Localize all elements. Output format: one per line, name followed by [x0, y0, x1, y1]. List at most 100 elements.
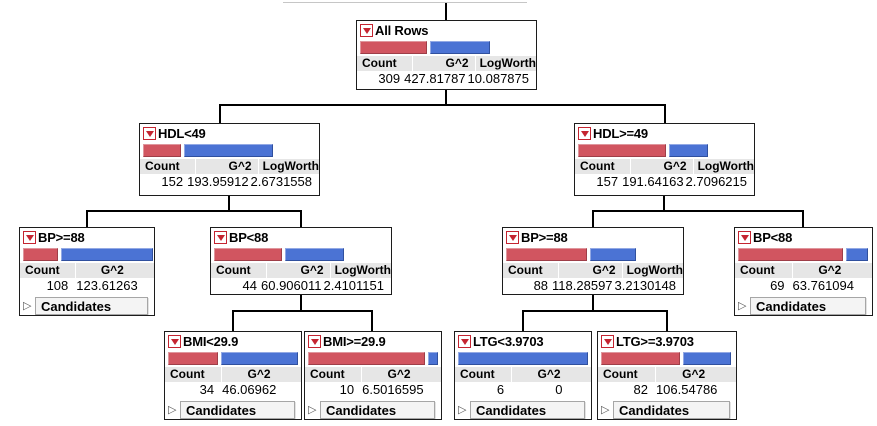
stats-header-row: Count G^2 LogWorth: [140, 159, 319, 174]
disclosure-triangle-icon[interactable]: ▷: [23, 299, 32, 312]
candidates-button[interactable]: Candidates: [35, 296, 148, 315]
count-column-header: Count: [503, 263, 560, 278]
candidates-button[interactable]: Candidates: [613, 400, 730, 419]
g2-value: 106.54786: [655, 382, 718, 397]
red-triangle-menu-icon[interactable]: [601, 335, 614, 348]
bar-segment-red: [506, 248, 587, 261]
count-value: 82: [633, 382, 648, 397]
top-divider-rule: [283, 2, 527, 3]
count-value: 6: [496, 382, 505, 397]
tree-branch-line: [445, 3, 447, 20]
triangle-glyph: [460, 338, 469, 345]
red-triangle-menu-icon[interactable]: [458, 335, 471, 348]
logworth-value: 2.6731558: [250, 174, 312, 189]
logworth-column-header: LogWorth: [479, 56, 536, 70]
logworth-value: 3.2130148: [614, 278, 676, 293]
tree-node-bp-lt-88-right: BP<88 Count G^2 69 63.761094 ▷ Candidate…: [734, 227, 873, 316]
bar-segment-red: [143, 144, 181, 157]
red-triangle-menu-icon[interactable]: [143, 127, 156, 140]
count-value: 152: [161, 174, 184, 189]
bar-segment-blue: [668, 144, 708, 157]
g2-value: 118.28597: [552, 278, 613, 293]
red-triangle-menu-icon[interactable]: [168, 335, 181, 348]
red-triangle-menu-icon[interactable]: [308, 335, 321, 348]
node-title-label: BMI>=29.9: [323, 334, 386, 349]
tree-branch-line: [228, 196, 230, 211]
node-title-row: BMI>=29.9: [305, 332, 441, 351]
count-column-header: Count: [575, 159, 631, 174]
disclosure-triangle-icon[interactable]: ▷: [738, 299, 747, 312]
candidates-button[interactable]: Candidates: [750, 296, 866, 315]
tree-branch-line: [300, 210, 302, 227]
stats-header-row: Count G^2 LogWorth: [575, 159, 754, 174]
stats-header-row: Count G^2: [165, 367, 301, 382]
stats-value-row: 10 6.5016595: [305, 382, 441, 399]
g2-column-header: G^2: [196, 159, 259, 174]
tree-node-bp-ge-88-left: BP>=88 Count G^2 108 123.61263 ▷ Candida…: [19, 227, 155, 316]
node-title-label: BP>=88: [38, 230, 85, 245]
candidates-button[interactable]: Candidates: [180, 400, 295, 419]
response-proportion-bar: [308, 352, 438, 365]
g2-value: 46.06962: [222, 382, 277, 397]
tree-branch-line: [300, 295, 302, 311]
response-proportion-bar: [458, 352, 588, 365]
stats-header-row: Count G^2: [455, 367, 591, 382]
candidates-button[interactable]: Candidates: [470, 400, 585, 419]
count-value: 157: [596, 174, 619, 189]
candidates-row: ▷ Candidates: [305, 399, 441, 419]
node-title-label: BP>=88: [521, 230, 568, 245]
count-value: 10: [339, 382, 355, 397]
bar-segment-blue: [221, 352, 298, 365]
candidates-row: ▷ Candidates: [455, 399, 591, 419]
bar-segment-blue: [846, 248, 868, 261]
g2-column-header: G^2: [537, 367, 561, 381]
node-title-row: BP>=88: [503, 228, 683, 247]
node-title-label: LTG<3.9703: [473, 334, 544, 349]
g2-column-header: G^2: [818, 263, 842, 277]
bar-segment-red: [23, 248, 59, 261]
red-triangle-menu-icon[interactable]: [214, 231, 227, 244]
tree-node-all-rows: All Rows Count G^2 LogWorth 309 427.8178…: [356, 20, 537, 90]
count-column-header: Count: [357, 56, 413, 71]
disclosure-triangle-icon[interactable]: ▷: [308, 403, 317, 416]
count-column-header: Count: [140, 159, 196, 174]
stats-header-row: Count G^2 LogWorth: [503, 263, 683, 278]
red-triangle-menu-icon[interactable]: [360, 24, 373, 37]
node-title-label: BP<88: [753, 230, 793, 245]
bar-segment-red: [578, 144, 666, 157]
response-proportion-bar: [738, 248, 868, 261]
stats-header-row: Count G^2: [598, 367, 736, 382]
response-proportion-bar: [143, 144, 273, 157]
disclosure-triangle-icon[interactable]: ▷: [601, 403, 610, 416]
count-column-header: Count: [211, 263, 268, 278]
tree-branch-line: [522, 310, 524, 331]
stats-value-row: 88 118.28597 3.2130148: [503, 278, 683, 294]
bar-segment-blue: [683, 352, 731, 365]
triangle-glyph: [170, 338, 179, 345]
tree-node-bmi-ge-29.9: BMI>=29.9 Count G^2 10 6.5016595 ▷ Candi…: [304, 331, 442, 420]
tree-node-ltg-ge-3.9703: LTG>=3.9703 Count G^2 82 106.54786 ▷ Can…: [597, 331, 737, 420]
disclosure-triangle-icon[interactable]: ▷: [168, 403, 177, 416]
red-triangle-menu-icon[interactable]: [578, 127, 591, 140]
red-triangle-menu-icon[interactable]: [506, 231, 519, 244]
bar-segment-blue: [589, 248, 636, 261]
node-title-label: All Rows: [375, 23, 429, 38]
stats-value-row: 108 123.61263: [20, 278, 154, 295]
triangle-glyph: [580, 130, 589, 137]
red-triangle-menu-icon[interactable]: [23, 231, 36, 244]
tree-branch-line: [445, 90, 447, 105]
response-proportion-bar: [23, 248, 153, 261]
candidates-button[interactable]: Candidates: [320, 400, 435, 419]
bar-segment-blue: [458, 352, 588, 365]
tree-branch-line: [86, 210, 302, 212]
tree-node-hdl-ge-49: HDL>=49 Count G^2 LogWorth 157 191.64163…: [574, 123, 755, 196]
disclosure-triangle-icon[interactable]: ▷: [458, 403, 467, 416]
response-proportion-bar: [168, 352, 298, 365]
g2-value: 123.61263: [76, 278, 138, 293]
bar-segment-blue: [284, 248, 344, 261]
node-title-row: BP<88: [735, 228, 872, 247]
red-triangle-menu-icon[interactable]: [738, 231, 751, 244]
count-value: 309: [378, 71, 401, 86]
count-value: 34: [199, 382, 215, 397]
bar-segment-blue: [428, 352, 438, 365]
